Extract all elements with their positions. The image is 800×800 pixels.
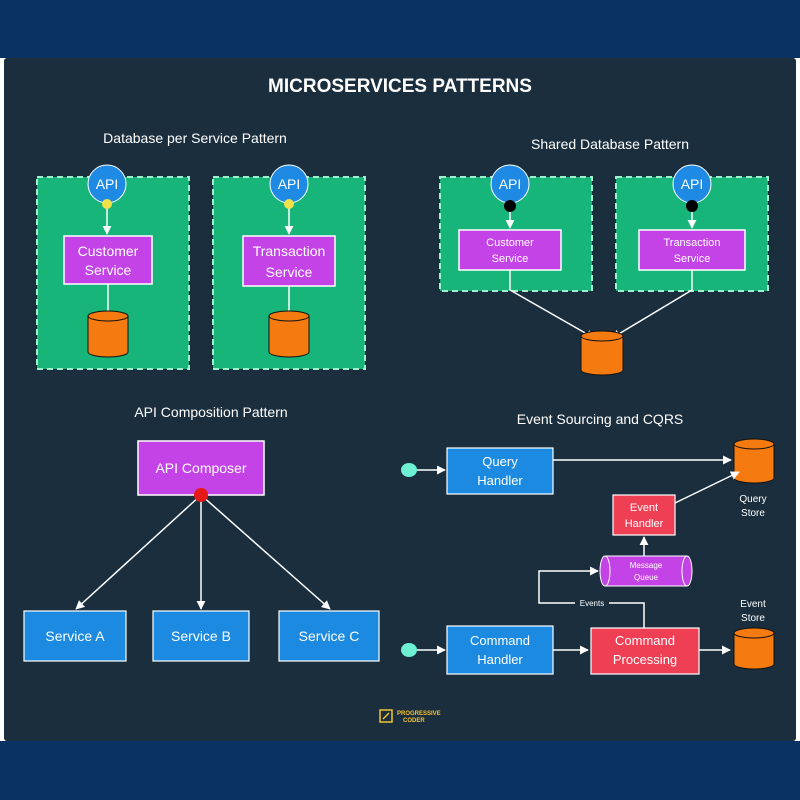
shared-db-heading: Shared Database Pattern <box>531 136 689 152</box>
diagram-panel: MICROSERVICES PATTERNS Database per Serv… <box>4 58 796 741</box>
command-processing-label-line1: Command <box>615 633 675 648</box>
event-handler-label-line2: Handler <box>625 518 664 530</box>
query-handler-box <box>446 447 554 495</box>
transaction-service-label-line2: Service <box>674 253 711 265</box>
api-label: API <box>96 176 119 192</box>
arrow-to-shared-db <box>509 289 595 339</box>
bottom-frame-band <box>0 741 800 800</box>
api-composition-heading: API Composition Pattern <box>134 404 287 420</box>
transaction-service-label-line1: Transaction <box>253 243 326 259</box>
database-icon <box>87 310 129 358</box>
command-entry-point <box>401 643 417 657</box>
command-processing-box <box>590 627 700 675</box>
diagram-canvas: MICROSERVICES PATTERNS Database per Serv… <box>23 76 775 724</box>
events-label: Events <box>580 599 604 608</box>
command-handler-label-line2: Handler <box>477 652 523 667</box>
cqrs-heading: Event Sourcing and CQRS <box>517 411 684 427</box>
query-store-label-line2: Store <box>741 508 765 519</box>
logo-line1: PROGRESSIVE <box>397 711 441 717</box>
events-label-bg <box>575 596 609 610</box>
transaction-service-label-line1: Transaction <box>663 237 720 249</box>
customer-service-label-line1: Customer <box>486 237 534 249</box>
api-composer-label: API Composer <box>155 460 246 476</box>
customer-service-label-line2: Service <box>85 262 132 278</box>
database-icon <box>268 310 310 358</box>
command-handler-label-line1: Command <box>470 633 530 648</box>
composer-connector-dot <box>194 488 208 502</box>
service-b-box <box>152 610 250 662</box>
api-label: API <box>499 176 522 192</box>
connector-dot <box>686 200 698 212</box>
arrow-to-shared-db <box>611 289 693 339</box>
customer-service-box <box>458 229 562 271</box>
service-a-label: Service A <box>45 628 105 644</box>
query-store-label-line1: Query <box>739 494 766 505</box>
connector-dot <box>284 199 294 209</box>
diagram-title: MICROSERVICES PATTERNS <box>268 76 532 97</box>
logo-line2: CODER <box>403 718 425 724</box>
event-handler-label-line1: Event <box>630 502 658 514</box>
event-handler-box <box>612 494 676 536</box>
query-handler-label-line1: Query <box>482 454 518 469</box>
events-arrow-to-queue <box>538 566 645 628</box>
composer-arrow-c <box>200 494 331 610</box>
service-c-box <box>278 610 380 662</box>
query-entry-point <box>401 463 417 477</box>
progressive-coder-logo: PROGRESSIVE CODER <box>379 709 441 724</box>
arrow-to-query-store <box>674 471 740 504</box>
shared-database-icon <box>580 330 624 376</box>
command-handler-box <box>446 625 554 675</box>
service-a-box <box>23 610 127 662</box>
api-label: API <box>278 176 301 192</box>
message-queue-label-line2: Queue <box>634 573 659 582</box>
transaction-service-label-line2: Service <box>266 264 313 280</box>
customer-service-box <box>63 235 153 285</box>
event-store-icon <box>733 627 775 670</box>
event-store-label-line1: Event <box>740 599 766 610</box>
composer-arrow-a <box>75 494 202 610</box>
query-handler-label-line2: Handler <box>477 473 523 488</box>
command-processing-label-line2: Processing <box>613 652 677 667</box>
customer-service-label-line2: Service <box>492 253 529 265</box>
connector-dot <box>102 199 112 209</box>
api-composer-box <box>137 440 265 496</box>
event-store-label-line2: Store <box>741 613 765 624</box>
message-queue-icon <box>599 555 693 587</box>
query-store-icon <box>733 438 775 484</box>
top-frame-band <box>0 0 800 58</box>
service-b-label: Service B <box>171 628 231 644</box>
service-c-label: Service C <box>299 628 360 644</box>
api-label: API <box>681 176 704 192</box>
db-per-service-heading: Database per Service Pattern <box>103 130 287 146</box>
customer-service-label-line1: Customer <box>78 243 139 259</box>
message-queue-label-line1: Message <box>630 561 663 570</box>
connector-dot <box>504 200 516 212</box>
